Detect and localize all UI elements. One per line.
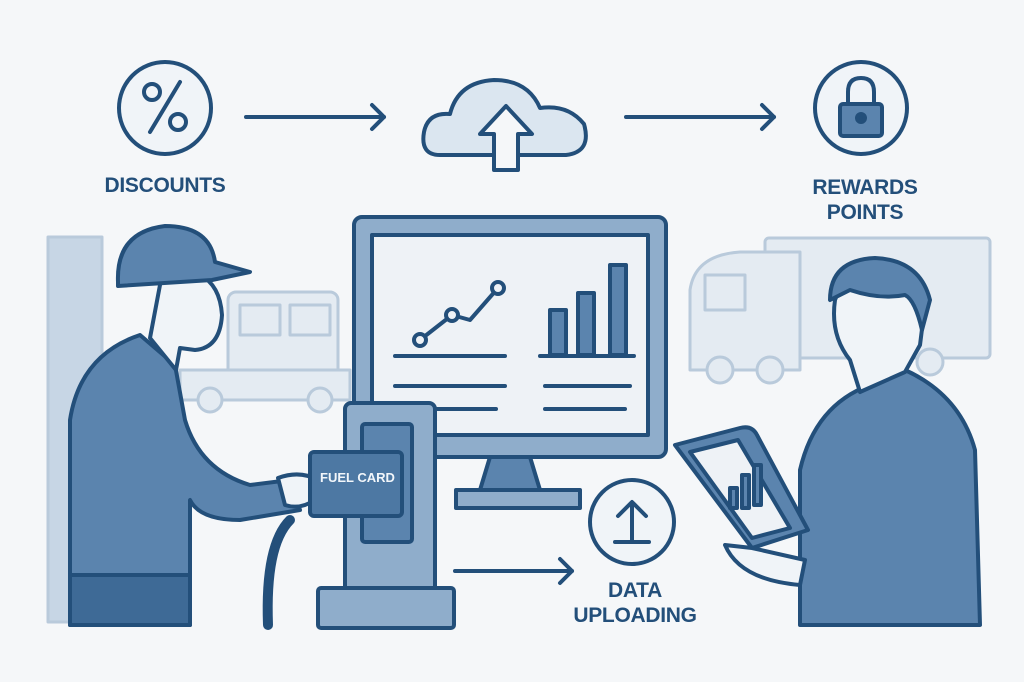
data-label-line1: DATA: [607, 579, 662, 602]
fuel-card-label: FUEL CARD: [320, 470, 395, 485]
upload-icon: [588, 478, 676, 566]
lock-icon: [813, 60, 909, 156]
fuel-card: [308, 450, 404, 518]
cloud-upload-icon: [421, 78, 588, 172]
discounts-label: DISCOUNTS: [104, 174, 226, 197]
worker-left: [68, 224, 320, 627]
arrow-right-icon: [453, 557, 574, 585]
rewards-label-line1: REWARDS: [812, 176, 918, 199]
rewards-label-line2: POINTS: [826, 201, 904, 224]
arrow-right-icon: [244, 103, 386, 131]
truck-left: [178, 290, 352, 414]
data-label-line2: UPLOADING: [573, 604, 697, 627]
percent-icon: [117, 60, 213, 156]
worker-right: [673, 256, 982, 627]
arrow-right-icon: [624, 103, 776, 131]
